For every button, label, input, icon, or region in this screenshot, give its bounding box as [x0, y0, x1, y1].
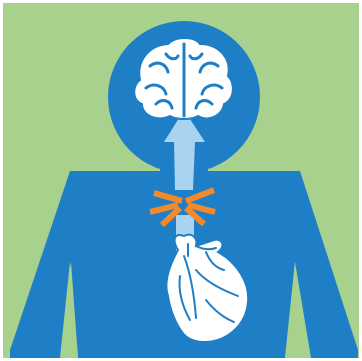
brain-icon: [134, 38, 233, 119]
